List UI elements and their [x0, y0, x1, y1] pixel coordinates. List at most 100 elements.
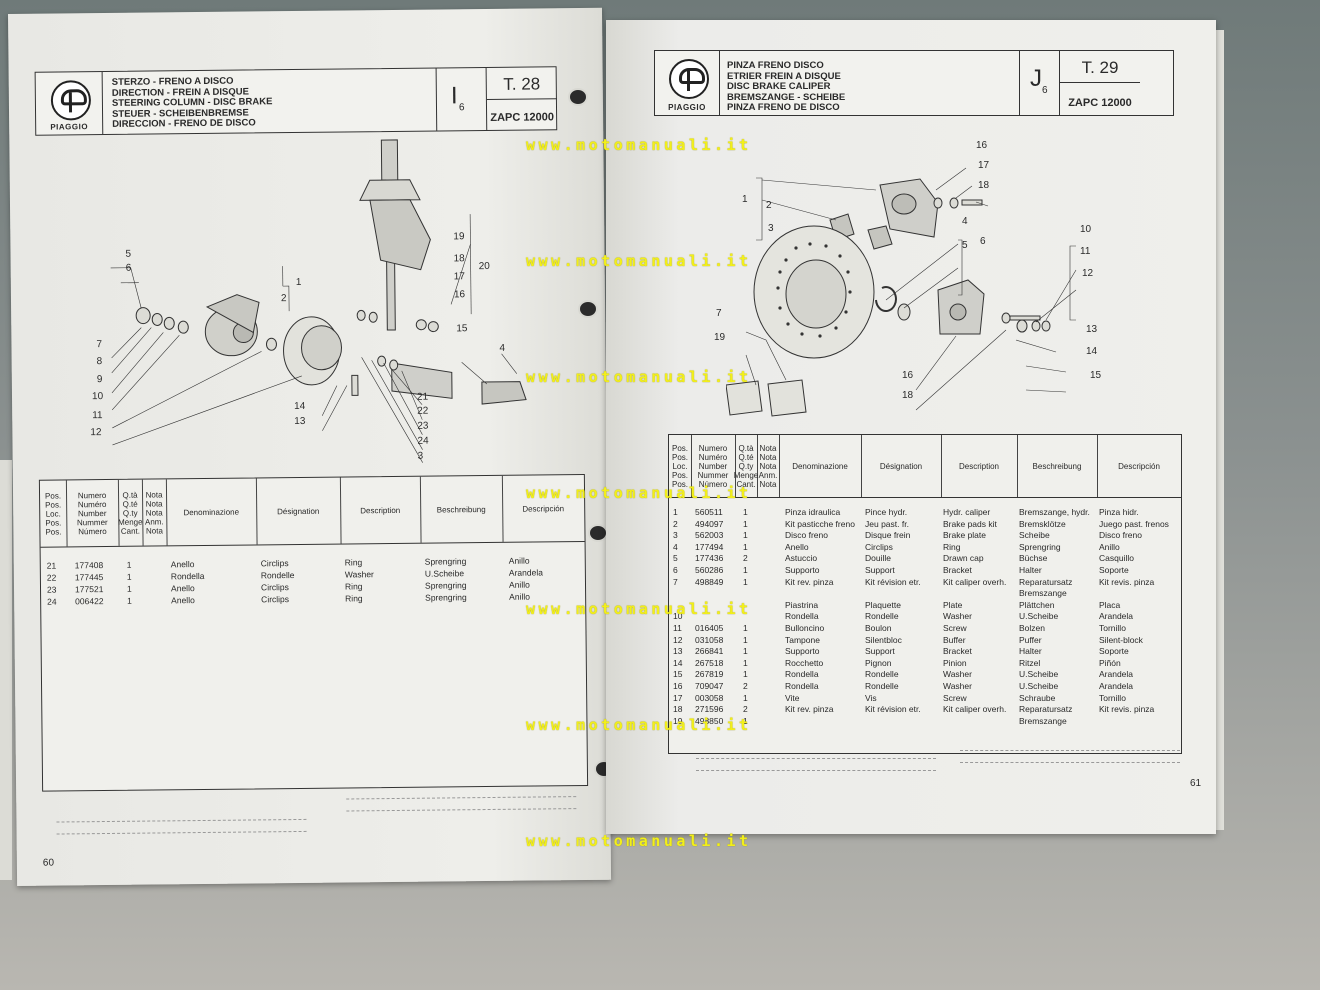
cell-es: Arandela [1099, 611, 1134, 622]
callout-4: 4 [499, 342, 506, 354]
watermark: www.motomanuali.it [526, 484, 752, 502]
cell-en: Screw [943, 623, 967, 633]
cell-num: 177521 [74, 584, 104, 595]
right-page: PIAGGIO PINZA FRENO DISCO ETRIER FREIN A… [606, 20, 1216, 834]
callout-3: 3 [768, 223, 774, 234]
callout-7: 7 [96, 339, 103, 351]
col-designation: Désignation [861, 435, 942, 497]
title-de: BREMSZANGE - SCHEIBE [727, 91, 846, 103]
callout-23: 23 [417, 420, 429, 432]
cell-num: 560286 [695, 565, 724, 575]
callout-15: 15 [1090, 370, 1102, 381]
cell-en: Ring [344, 581, 363, 592]
callout-10: 10 [1080, 224, 1092, 235]
cell-es: Anillo [508, 579, 530, 590]
cell-de: Bremszange [1019, 715, 1067, 726]
cell-es: Soporte [1099, 565, 1129, 575]
cell-qty: 2 [743, 681, 748, 691]
cell-de: Sprengring [424, 580, 467, 591]
note-line [960, 750, 1180, 751]
cell-num: 562003 [695, 530, 724, 541]
col-beschreibung: Beschreibung [419, 475, 504, 543]
cell-es: Piñón [1099, 657, 1121, 668]
callout-2: 2 [766, 200, 772, 211]
callout-7: 7 [716, 308, 722, 319]
cell-en: Bracket [943, 565, 972, 575]
left-exploded-diagram [110, 139, 527, 463]
cell-en: Buffer [943, 634, 966, 645]
col-designation: Désignation [255, 477, 342, 545]
watermark: www.motomanuali.it [526, 716, 752, 734]
cell-de: Plättchen [1019, 599, 1055, 610]
cell-fr: Douille [865, 553, 891, 564]
cell-de: U.Scheibe [1019, 611, 1059, 622]
cell-de: Büchse [1019, 553, 1048, 564]
cell-pos: 4 [673, 541, 678, 552]
model-code: ZAPC 12000 [1068, 97, 1132, 109]
left-header: PIAGGIO STERZO - FRENO A DISCO DIRECTION… [34, 66, 558, 136]
cell-pos: 10 [673, 611, 683, 622]
cell-fr: Circlips [261, 594, 290, 605]
cell-it: Kit pasticche freno [785, 518, 855, 529]
cell-en: Hydr. caliper [943, 507, 991, 517]
callout-16: 16 [453, 289, 466, 301]
cell-es: Placa [1099, 599, 1121, 610]
callout-18: 18 [978, 180, 990, 191]
table-row: Bremszange [669, 588, 1181, 599]
cell-it: Astuccio [785, 553, 818, 564]
cell-it: Bulloncino [785, 623, 825, 633]
cell-num: 498850 [695, 715, 724, 726]
cell-de: Halter [1019, 565, 1042, 575]
callout-5: 5 [125, 248, 132, 260]
cell-de: Sprengring [425, 592, 467, 603]
brand-name: PIAGGIO [50, 122, 89, 132]
cell-qty: 1 [743, 565, 748, 575]
cell-it: Rondella [170, 570, 205, 582]
cell-pos: 15 [673, 669, 683, 680]
callout-12: 12 [1082, 268, 1094, 279]
watermark: www.motomanuali.it [526, 832, 752, 850]
cell-qty: 1 [743, 692, 748, 703]
col-denominazione: Denominazione [779, 435, 862, 497]
title-es: DIRECCION - FRENO DE DISCO [112, 117, 256, 130]
cell-qty: 1 [126, 583, 132, 594]
cell-es: Arandela [508, 567, 543, 578]
cell-es: Juego past. frenos [1099, 518, 1169, 529]
cell-fr: Circlips [865, 541, 893, 552]
brand-name: PIAGGIO [668, 103, 706, 112]
note-line [56, 818, 307, 823]
callout-24: 24 [417, 435, 429, 447]
cell-en: Washer [943, 611, 972, 622]
watermark: www.motomanuali.it [526, 136, 752, 154]
cell-fr: Pince hydr. [865, 507, 908, 517]
cell-it: Anello [171, 595, 195, 606]
note-line [346, 796, 577, 800]
cell-pos: 14 [673, 657, 683, 668]
cell-it: Anello [170, 583, 195, 594]
cell-es: Kit revis. pinza [1099, 576, 1155, 587]
cell-pos: 2 [673, 518, 678, 529]
cell-de: Bremsklötze [1019, 518, 1066, 529]
cell-de: Bremszange, hydr. [1019, 507, 1090, 517]
cell-qty: 1 [743, 530, 748, 541]
callout-14: 14 [1086, 346, 1098, 357]
callout-18: 18 [453, 253, 465, 265]
cell-fr: Disque frein [865, 530, 911, 541]
cell-it: Anello [170, 559, 195, 570]
col-beschreibung: Beschreibung [1017, 435, 1098, 497]
stacked-page-edges [0, 460, 12, 880]
right-exploded-diagram [726, 167, 1077, 417]
callout-18-lower: 18 [902, 390, 914, 401]
col-pos: Pos.Pos.Loc.Pos.Pos. [39, 480, 68, 547]
cell-qty: 1 [743, 646, 748, 657]
cell-qty: 1 [126, 571, 132, 582]
